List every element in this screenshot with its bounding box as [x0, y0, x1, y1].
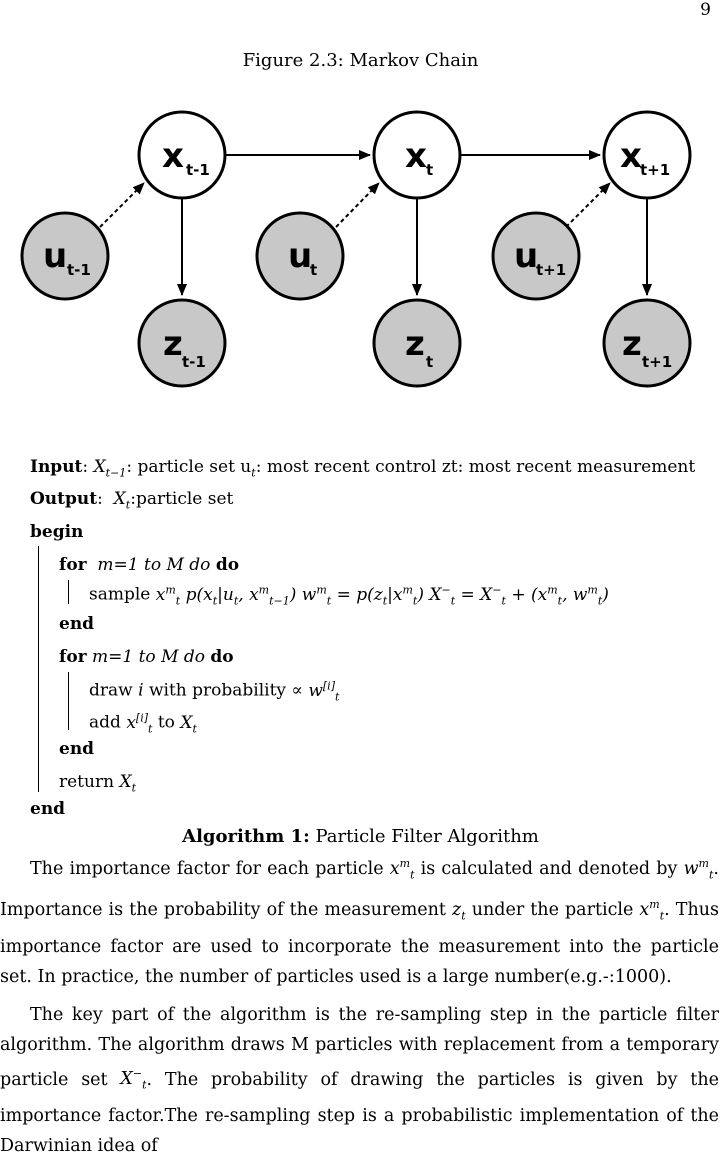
input-mid: most recent control zt — [266, 457, 458, 477]
end-for-1: end — [59, 614, 95, 634]
svg-text:z: z — [622, 324, 642, 364]
node-z-t-minus-1: z t-1 — [137, 298, 227, 388]
node-x-t-plus-1: x t+1 — [602, 110, 692, 200]
svg-text:t: t — [310, 261, 317, 279]
node-u-t-minus-1: u t-1 — [20, 211, 110, 301]
output-text: particle set — [135, 489, 234, 509]
for-loop-1: for m=1 to M do do — [59, 555, 240, 575]
begin-block-bar — [38, 546, 39, 792]
body-paragraphs: The importance factor for each particle … — [0, 849, 719, 1161]
svg-text:x: x — [405, 136, 427, 176]
paragraph-1: The importance factor for each particle … — [0, 857, 719, 987]
sample-line: sample xmt p(xt|ut, xmt−1) wmt = p(zt|xm… — [89, 583, 609, 608]
add-line: add x[i]t to Xt — [89, 711, 197, 736]
edge-ut-xt — [335, 182, 380, 228]
input-label: Input — [30, 457, 83, 477]
markov-chain-diagram: x t-1 x t x t+1 u t-1 u t u t+1 z t-1 z … — [20, 110, 692, 388]
page-number: 9 — [700, 0, 711, 20]
for-2-bar — [68, 672, 69, 730]
svg-text:t-1: t-1 — [186, 161, 210, 179]
svg-text:t+1: t+1 — [536, 261, 566, 279]
paragraph-2: The key part of the algorithm is the re-… — [0, 1004, 719, 1156]
algorithm-caption: Algorithm 1: Particle Filter Algorithm — [182, 826, 539, 847]
input-end: most recent measurement — [468, 457, 696, 477]
node-z-t: z t — [372, 298, 462, 388]
svg-text:t-1: t-1 — [67, 261, 91, 279]
output-label: Output — [30, 489, 98, 509]
svg-text:z: z — [405, 324, 425, 364]
svg-text:t+1: t+1 — [640, 161, 670, 179]
for-1-bar — [68, 580, 69, 604]
node-x-t: x t — [372, 110, 462, 200]
figure-caption: Figure 2.3: Markov Chain — [242, 50, 479, 71]
svg-text:u: u — [514, 236, 538, 276]
edge-uprev-xprev — [99, 182, 145, 228]
return-line: return Xt — [59, 772, 136, 795]
svg-text:x: x — [620, 136, 642, 176]
node-u-t: u t — [255, 211, 345, 301]
node-z-t-plus-1: z t+1 — [602, 298, 692, 388]
node-u-t-plus-1: u t+1 — [491, 211, 581, 301]
algo-output-line: Output: Xt:particle set — [30, 489, 234, 512]
svg-text:z: z — [163, 324, 183, 364]
algo-begin: begin — [30, 522, 84, 542]
svg-text:t: t — [426, 353, 433, 371]
input-text: particle set u — [137, 457, 252, 477]
algo-end: end — [30, 799, 66, 819]
node-x-t-minus-1: x t-1 — [137, 110, 227, 200]
end-for-2: end — [59, 739, 95, 759]
svg-text:t+1: t+1 — [642, 353, 672, 371]
svg-text:u: u — [43, 236, 67, 276]
svg-text:x: x — [162, 136, 184, 176]
draw-line: draw i with probability ∝ w[i]t — [89, 679, 340, 704]
algo-input-line: Input: Xt−1: particle set ut: most recen… — [30, 457, 696, 480]
for-loop-2: for m=1 to M do do — [59, 647, 234, 667]
edge-unext-xnext — [565, 182, 611, 228]
svg-text:t-1: t-1 — [182, 353, 206, 371]
loop-range-2: m=1 to M do — [92, 647, 205, 667]
loop-range-1: m=1 to M do — [97, 555, 211, 575]
svg-text:t: t — [426, 161, 433, 179]
svg-text:u: u — [288, 236, 312, 276]
